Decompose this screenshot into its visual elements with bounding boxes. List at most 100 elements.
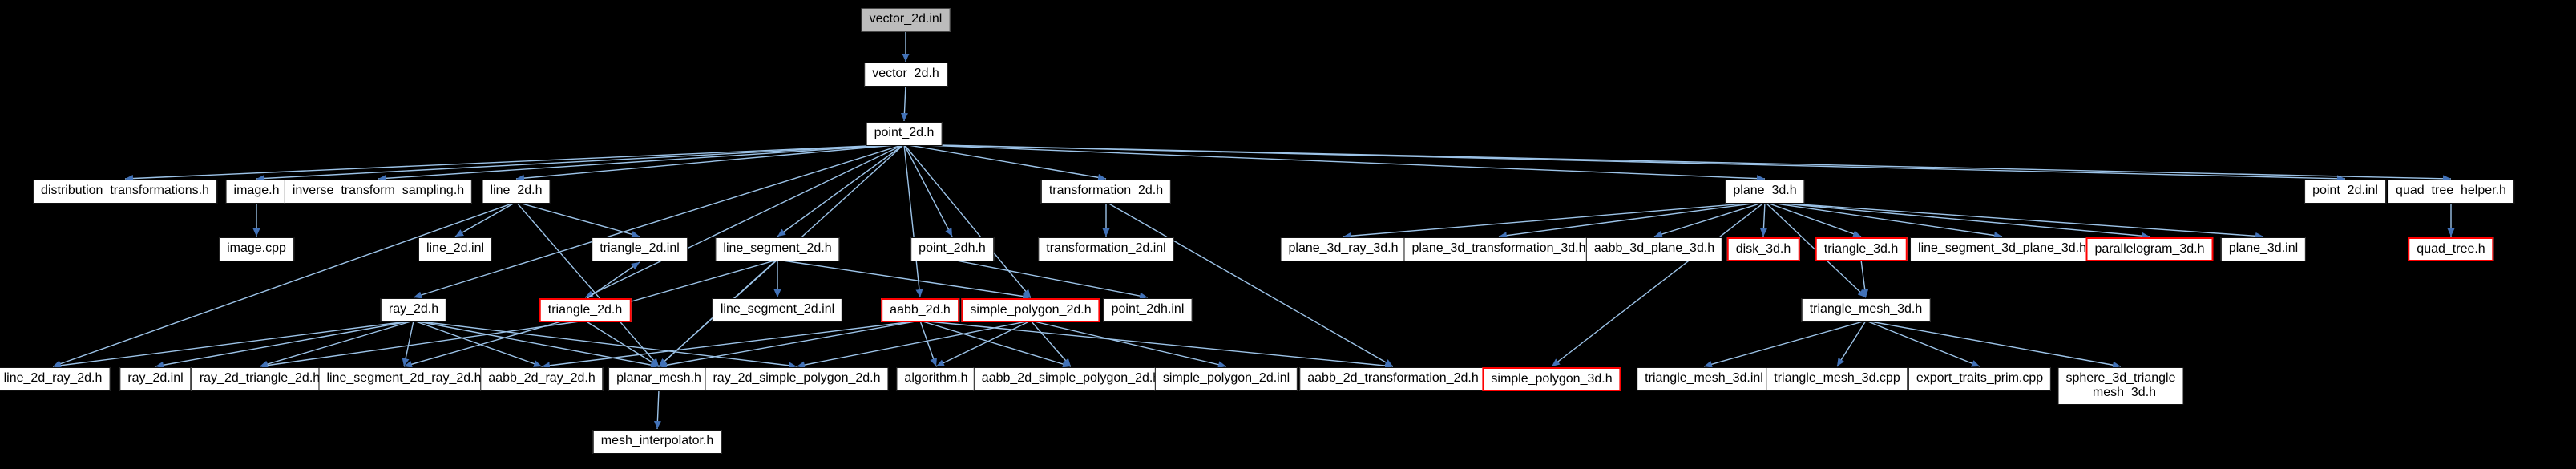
edge-vector_2d_h-point_2d_h	[900, 84, 908, 122]
node-planar_mesh_h[interactable]: planar_mesh.h	[608, 367, 709, 391]
node-triangle_2d_inl[interactable]: triangle_2d.inl	[592, 237, 688, 261]
node-line_2d_h[interactable]: line_2d.h	[482, 180, 551, 204]
node-triangle_3d_h[interactable]: triangle_3d.h	[1815, 237, 1908, 262]
node-plane_3d_ray_3d_h[interactable]: plane_3d_ray_3d.h	[1280, 237, 1407, 261]
node-simple_polygon_2d_inl[interactable]: simple_polygon_2d.inl	[1154, 367, 1298, 391]
node-triangle_mesh_3d_inl[interactable]: triangle_mesh_3d.inl	[1637, 367, 1771, 391]
edge-plane_3d_h-triangle_3d_h	[1764, 201, 1862, 237]
edge-simple_polygon_2d_h-algorithm_h	[935, 320, 1032, 367]
edge-ray_2d_h-planar_mesh_h	[413, 320, 660, 369]
edge-planar_mesh_h-mesh_interpolator_h	[653, 389, 661, 430]
edge-point_2d_h-aabb_2d_h	[903, 144, 923, 298]
node-triangle_2d_h[interactable]: triangle_2d.h	[539, 298, 632, 323]
node-vector_2d_inl: vector_2d.inl	[861, 8, 951, 32]
node-ray_2d_simple_polygon_2d_h[interactable]: ray_2d_simple_polygon_2d.h	[705, 367, 889, 391]
node-algorithm_h[interactable]: algorithm.h	[896, 367, 976, 391]
edge-plane_3d_h-disk_3d_h	[1759, 201, 1767, 237]
node-line_segment_2d_inl[interactable]: line_segment_2d.inl	[712, 298, 843, 322]
edge-point_2d_h-distribution_transformations_h	[124, 144, 905, 183]
edge-point_2d_h-plane_3d_h	[903, 144, 1766, 183]
node-plane_3d_inl[interactable]: plane_3d.inl	[2220, 237, 2307, 261]
edge-triangle_mesh_3d_h-triangle_mesh_3d_cpp	[1836, 320, 1867, 367]
edge-triangle_mesh_3d_h-triangle_mesh_3d_inl	[1703, 320, 1867, 368]
node-disk_3d_h[interactable]: disk_3d.h	[1726, 237, 1800, 262]
node-quad_tree_h[interactable]: quad_tree.h	[2408, 237, 2494, 262]
edge-aabb_2d_h-aabb_2d_transformation_2d_h	[919, 320, 1394, 370]
node-ray_2d_triangle_2d_h[interactable]: ray_2d_triangle_2d.h	[191, 367, 329, 391]
edge-ray_2d_h-ray_2d_triangle_2d_h	[259, 320, 414, 368]
edge-point_2d_h-ray_2d_h	[413, 144, 905, 299]
edge-ray_2d_h-ray_2d_inl	[155, 320, 414, 369]
edge-aabb_2d_h-algorithm_h	[919, 320, 937, 367]
node-image_cpp[interactable]: image.cpp	[219, 237, 294, 261]
node-parallelogram_3d_h[interactable]: parallelogram_3d.h	[2085, 237, 2214, 262]
node-aabb_2d_h[interactable]: aabb_2d.h	[881, 298, 959, 323]
node-triangle_mesh_3d_h[interactable]: triangle_mesh_3d.h	[1801, 298, 1931, 322]
node-line_segment_2d_h[interactable]: line_segment_2d.h	[715, 237, 840, 261]
node-point_2dh_h[interactable]: point_2dh.h	[910, 237, 994, 261]
node-mesh_interpolator_h[interactable]: mesh_interpolator.h	[592, 430, 722, 454]
edge-triangle_2d_h-triangle_2d_inl	[584, 261, 640, 301]
edge-transformation_2d_h-aabb_2d_transformation_2d_h	[1105, 201, 1394, 367]
edge-ray_2d_h-line_segment_2d_ray_2d_h	[402, 320, 414, 367]
node-aabb_2d_simple_polygon_2d_h[interactable]: aabb_2d_simple_polygon_2d.h	[973, 367, 1169, 391]
edge-plane_3d_h-simple_polygon_3d_h	[1551, 201, 1766, 367]
node-ray_2d_h[interactable]: ray_2d.h	[380, 298, 447, 322]
node-line_2d_ray_2d_h[interactable]: line_2d_ray_2d.h	[0, 367, 111, 391]
edge-ray_2d_h-ray_2d_simple_polygon_2d_h	[413, 320, 797, 370]
edge-simple_polygon_2d_h-simple_polygon_2d_inl	[1030, 320, 1227, 369]
edge-point_2d_h-triangle_2d_h	[584, 144, 905, 298]
edge-triangle_2d_h-ray_2d_triangle_2d_h	[259, 320, 586, 370]
edge-plane_3d_h-plane_3d_inl	[1764, 201, 2264, 240]
node-image_h[interactable]: image.h	[225, 180, 288, 204]
edge-triangle_3d_h-triangle_mesh_3d_h	[1860, 259, 1869, 298]
node-triangle_mesh_3d_cpp[interactable]: triangle_mesh_3d.cpp	[1766, 367, 1908, 391]
edge-line_2d_h-triangle_2d_inl	[515, 201, 640, 238]
node-simple_polygon_3d_h[interactable]: simple_polygon_3d.h	[1482, 367, 1621, 392]
edge-ray_2d_h-line_2d_ray_2d_h	[52, 320, 414, 370]
node-distribution_transformations_h[interactable]: distribution_transformations.h	[33, 180, 217, 204]
node-point_2dh_inl[interactable]: point_2dh.inl	[1103, 298, 1193, 322]
node-export_traits_prim_cpp[interactable]: export_traits_prim.cpp	[1908, 367, 2052, 391]
node-line_segment_2d_ray_2d_h[interactable]: line_segment_2d_ray_2d.h	[318, 367, 490, 391]
edge-plane_3d_h-plane_3d_ray_3d_h	[1343, 201, 1766, 240]
node-transformation_2d_inl[interactable]: transformation_2d.inl	[1038, 237, 1174, 261]
edge-ray_2d_h-aabb_2d_ray_2d_h	[413, 320, 543, 367]
edge-simple_polygon_2d_h-aabb_2d_simple_polygon_2d_h	[1030, 320, 1072, 367]
edge-point_2d_h-line_2d_h	[515, 144, 905, 182]
node-sphere_3d_triangle_mesh_3d_h[interactable]: sphere_3d_triangle _mesh_3d.h	[2057, 367, 2184, 405]
node-aabb_2d_transformation_2d_h[interactable]: aabb_2d_transformation_2d.h	[1299, 367, 1487, 391]
node-plane_3d_h[interactable]: plane_3d.h	[1725, 180, 1805, 204]
node-inverse_transform_sampling_h[interactable]: inverse_transform_sampling.h	[284, 180, 473, 204]
edge-simple_polygon_2d_h-ray_2d_simple_polygon_2d_h	[796, 320, 1032, 369]
edge-triangle_mesh_3d_h-export_traits_prim_cpp	[1865, 320, 1980, 367]
node-aabb_2d_ray_2d_h[interactable]: aabb_2d_ray_2d.h	[480, 367, 604, 391]
edge-aabb_2d_h-aabb_2d_ray_2d_h	[541, 320, 921, 370]
edge-line_2d_h-planar_mesh_h	[515, 201, 660, 367]
node-vector_2d_h[interactable]: vector_2d.h	[864, 63, 947, 87]
node-transformation_2d_h[interactable]: transformation_2d.h	[1040, 180, 1172, 204]
node-point_2d_inl[interactable]: point_2d.inl	[2304, 180, 2386, 204]
edge-triangle_mesh_3d_h-sphere_3d_triangle_mesh_3d_h	[1865, 320, 2122, 369]
edge-plane_3d_h-parallelogram_3d_h	[1764, 201, 2150, 240]
edge-plane_3d_h-plane_3d_transformation_3d_h	[1498, 201, 1766, 240]
node-simple_polygon_2d_h[interactable]: simple_polygon_2d.h	[961, 298, 1100, 323]
edge-line_2d_h-line_2d_ray_2d_h	[52, 201, 517, 367]
edge-point_2d_h-image_h	[256, 144, 905, 182]
edge-point_2d_h-line_segment_2d_h	[777, 144, 905, 237]
node-point_2d_h[interactable]: point_2d.h	[866, 122, 943, 146]
node-ray_2d_inl[interactable]: ray_2d.inl	[119, 367, 192, 391]
node-plane_3d_transformation_3d_h[interactable]: plane_3d_transformation_3d.h	[1403, 237, 1594, 261]
edge-line_segment_2d_h-simple_polygon_2d_h	[777, 259, 1032, 300]
node-line_2d_inl[interactable]: line_2d.inl	[418, 237, 493, 261]
node-aabb_3d_plane_3d_h[interactable]: aabb_3d_plane_3d.h	[1585, 237, 1723, 261]
edge-aabb_2d_h-planar_mesh_h	[658, 320, 921, 369]
edge-plane_3d_h-aabb_3d_plane_3d_h	[1653, 201, 1766, 238]
node-line_segment_3d_plane_3d_h[interactable]: line_segment_3d_plane_3d.h	[1910, 237, 2094, 261]
edge-point_2d_h-transformation_2d_h	[903, 144, 1107, 181]
edge-point_2d_h-inverse_transform_sampling_h	[378, 144, 905, 182]
node-quad_tree_helper_h[interactable]: quad_tree_helper.h	[2388, 180, 2514, 204]
edge-triangle_2d_h-planar_mesh_h	[584, 320, 660, 367]
